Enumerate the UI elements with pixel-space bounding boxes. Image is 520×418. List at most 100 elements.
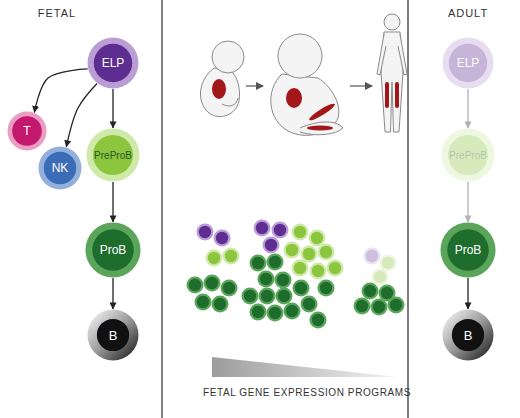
cluster-cell [284, 242, 301, 259]
cluster-cell [187, 277, 204, 294]
cluster-cell [274, 224, 286, 236]
cluster-cell [309, 230, 326, 247]
cluster-cell [293, 280, 310, 297]
cluster-cell [388, 297, 405, 314]
cluster-cell [362, 283, 379, 300]
cluster-cell [311, 232, 323, 244]
cluster-cell [286, 305, 298, 317]
cluster-cell [197, 224, 214, 241]
cluster-cell [250, 255, 267, 272]
cluster-cell [250, 255, 267, 272]
cluster-cell [366, 250, 378, 262]
cluster-cell [199, 226, 211, 238]
cluster-cell [258, 271, 275, 288]
cell-label: NK [38, 146, 82, 190]
cell-node: NK [38, 146, 82, 190]
cluster-cell [223, 248, 240, 265]
cell-membrane [39, 147, 82, 190]
cluster-cell [371, 299, 388, 316]
cell-membrane [88, 38, 139, 89]
cluster-cell [364, 285, 376, 297]
cluster-cell [212, 296, 229, 313]
cluster-cell [301, 296, 318, 313]
cluster-cell [312, 265, 324, 277]
cluster-cell [259, 288, 276, 305]
cluster-cell [267, 305, 284, 322]
cluster-cell [362, 283, 379, 300]
adult-figure [395, 82, 399, 108]
cluster-cell [225, 250, 237, 262]
cell-node: ProB [85, 222, 141, 278]
cell-membrane [442, 129, 495, 182]
cluster-cell [301, 296, 318, 313]
lineage-arrow [112, 278, 113, 309]
cell-membrane [87, 129, 140, 182]
cell-label: ELP [442, 37, 494, 89]
cluster-cell [364, 248, 381, 265]
cell-membrane [443, 310, 494, 361]
cluster-cell [214, 230, 231, 247]
cluster-cell [329, 262, 341, 274]
adult-figure [377, 14, 407, 132]
cluster-cell [374, 271, 386, 283]
cluster-cell [195, 294, 212, 311]
cluster-cell [195, 294, 212, 311]
panel-heading: ADULT [438, 7, 498, 19]
cluster-cell [327, 260, 344, 277]
cluster-cell [272, 222, 289, 239]
cell-label: PreProB [441, 128, 495, 182]
adult-figure [385, 82, 389, 108]
cluster-cell [189, 279, 201, 291]
cluster-cell [204, 275, 221, 292]
cluster-cell [372, 269, 389, 286]
cluster-cell [390, 299, 402, 311]
late-fetus [286, 88, 302, 108]
cell-node: ELP [442, 37, 494, 89]
cluster-cell [214, 298, 226, 310]
cluster-cell [382, 257, 394, 269]
cluster-cell [286, 244, 298, 256]
cluster-cell [275, 272, 292, 289]
cluster-cell [292, 260, 309, 277]
cluster-cell [294, 226, 306, 238]
late-fetus [307, 126, 333, 131]
panel-divider [407, 0, 409, 418]
cluster-cell [254, 220, 271, 237]
cluster-cell [208, 252, 220, 264]
cluster-cell [261, 290, 273, 302]
cluster-cell [250, 304, 267, 321]
panel-divider [161, 0, 163, 418]
cluster-cell [254, 220, 271, 237]
cell-label: B [87, 309, 139, 361]
cell-membrane [441, 223, 496, 278]
cluster-cell [260, 273, 272, 285]
cell-node: ProB [440, 222, 496, 278]
cluster-cell [310, 312, 327, 329]
cluster-cell [320, 282, 332, 294]
cluster-cell [204, 275, 221, 292]
cluster-cell [256, 222, 268, 234]
cluster-cell [312, 314, 324, 326]
cluster-cell [263, 237, 280, 254]
cluster-cell [310, 263, 327, 280]
cluster-cell [303, 248, 315, 260]
cell-membrane [88, 310, 139, 361]
lineage-arrow [467, 182, 468, 222]
early-fetus [200, 41, 244, 117]
cell-node: ELP [87, 37, 139, 89]
late-fetus [300, 122, 343, 135]
cluster-cell [303, 298, 315, 310]
cluster-cell [381, 287, 393, 299]
cluster-cell [223, 248, 240, 265]
cluster-cell [276, 288, 293, 305]
cluster-cell [278, 290, 290, 302]
cluster-cell [259, 288, 276, 305]
cell-node: B [442, 309, 494, 361]
cluster-cell [295, 282, 307, 294]
cluster-cell [206, 277, 218, 289]
cluster-cell [318, 244, 335, 261]
cluster-cell [292, 224, 309, 241]
